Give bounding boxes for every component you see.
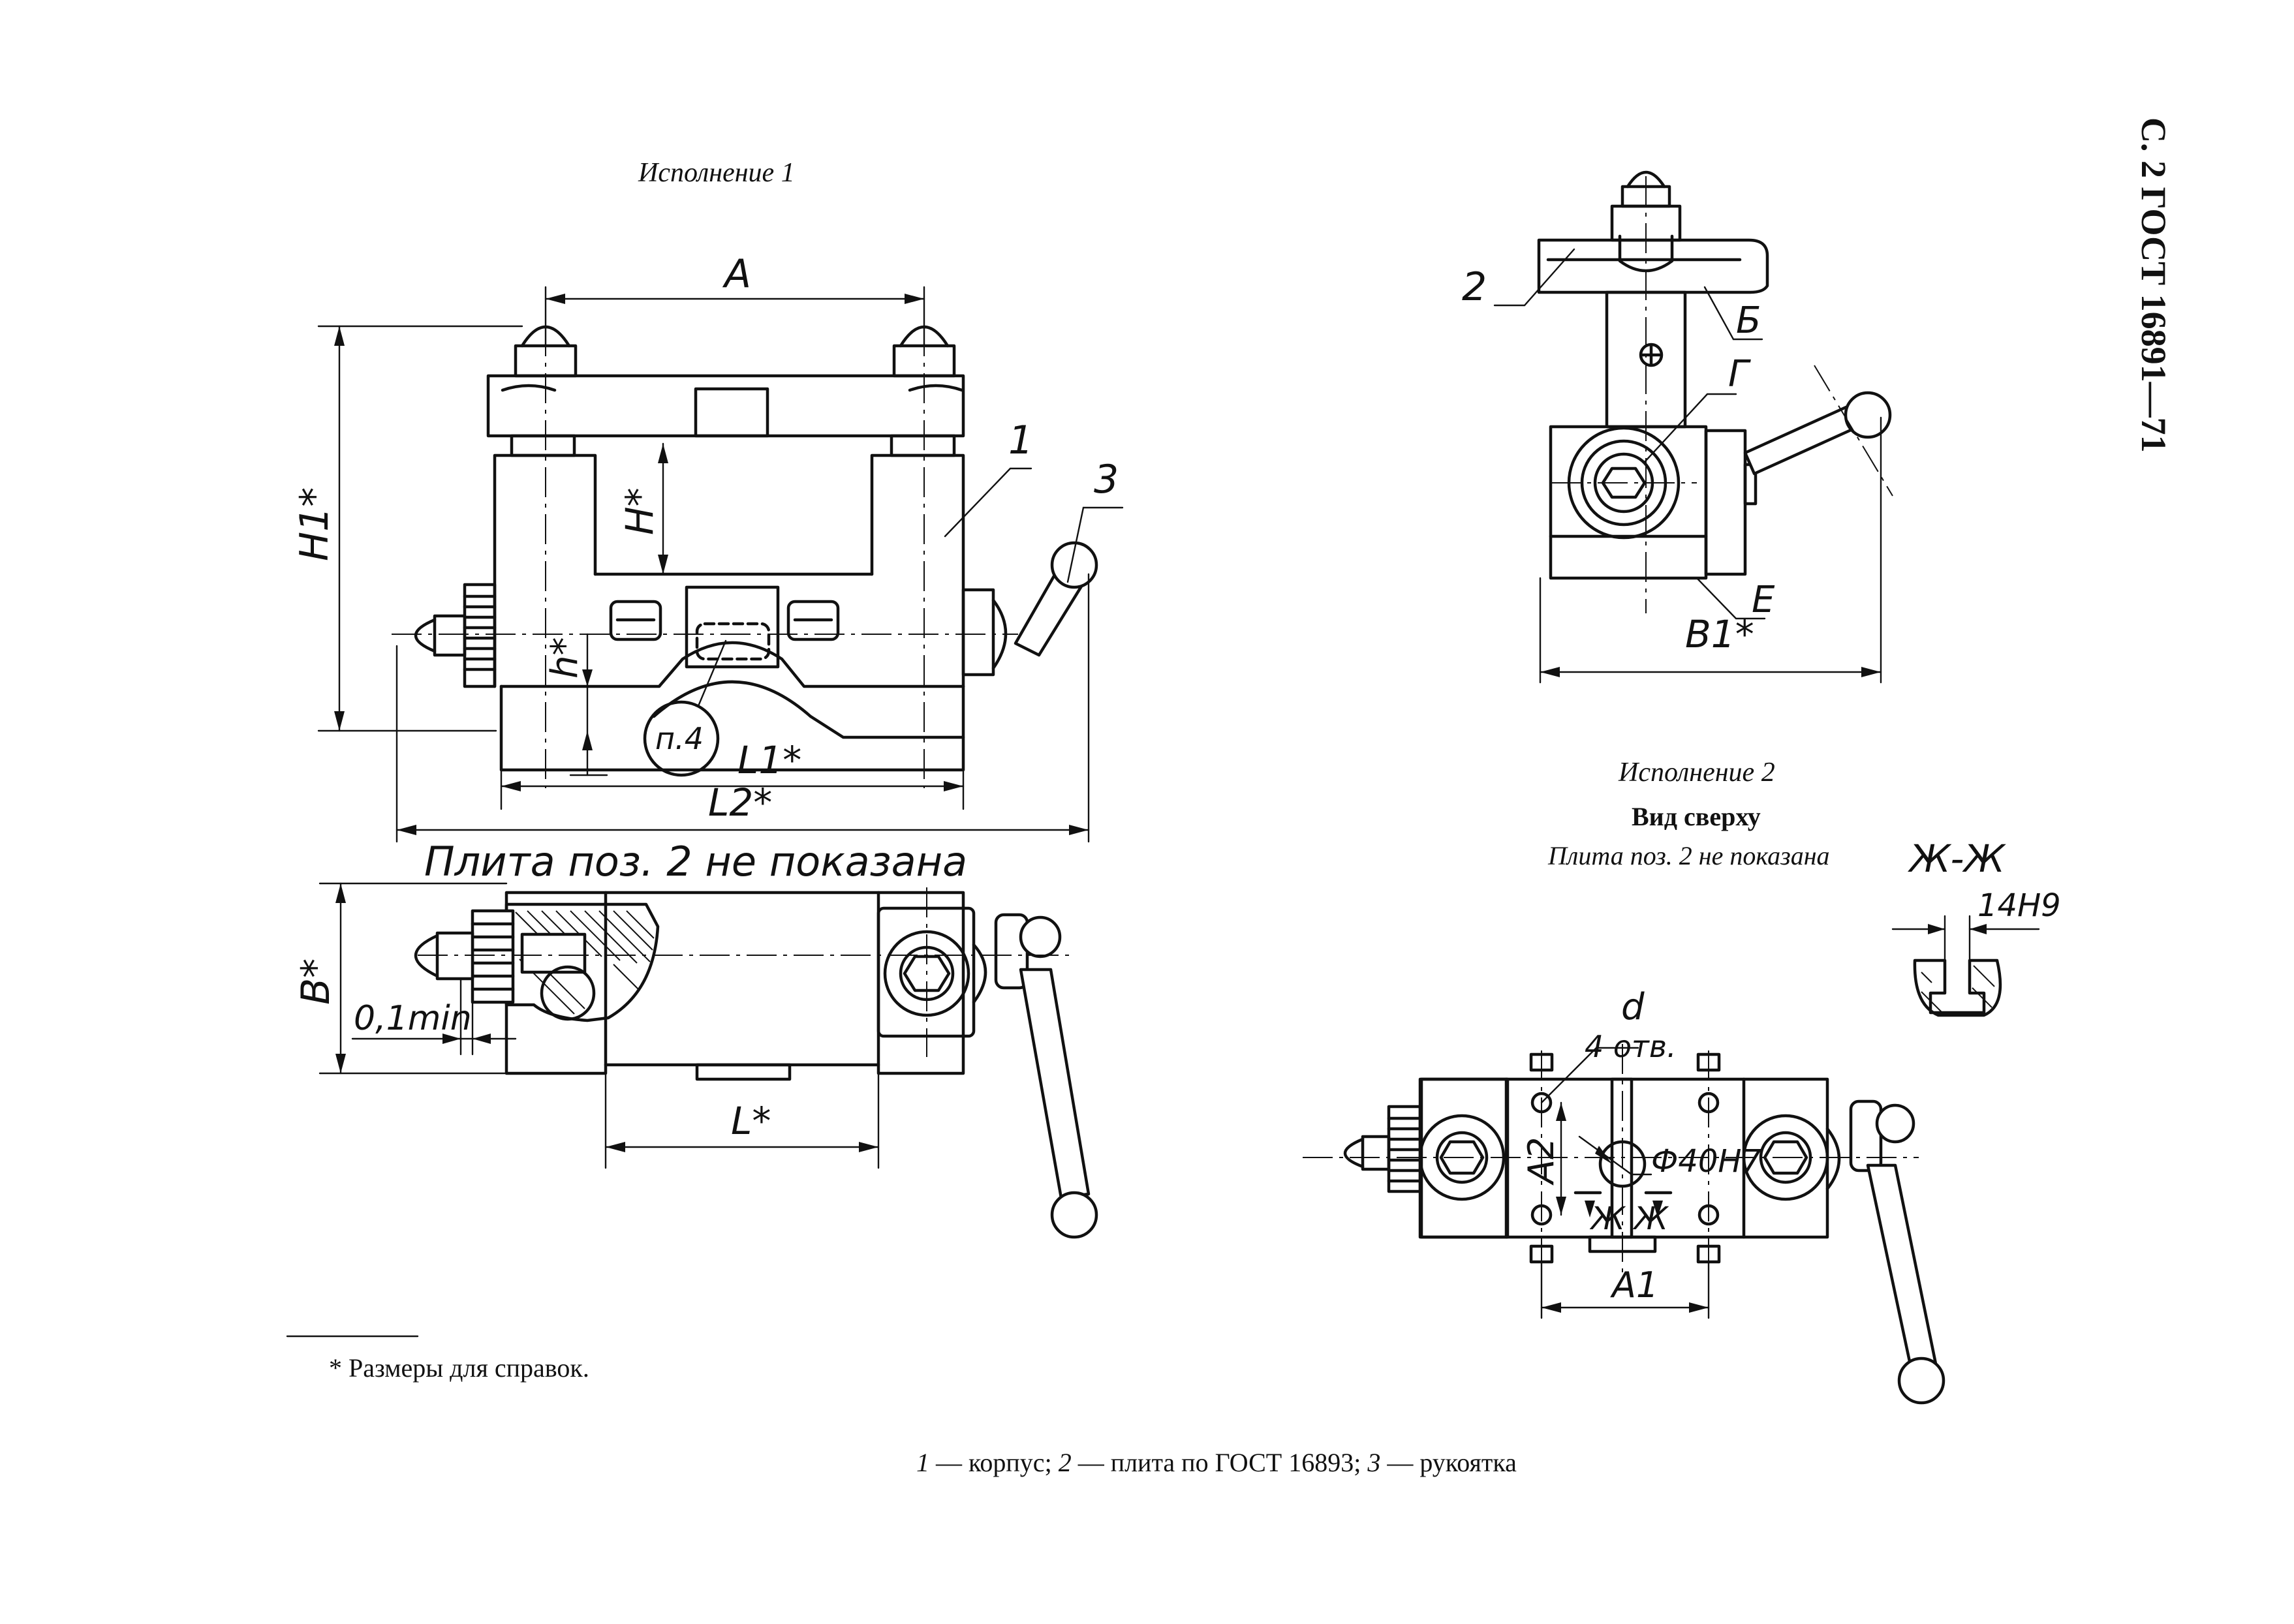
section-zh-zh: Ж-Ж 14Н9 <box>1891 836 2061 1017</box>
caption-execution-1: Исполнение 1 <box>638 158 795 188</box>
legend-num-2: 2 <box>1059 1448 1072 1477</box>
dim-L: L* <box>731 1099 771 1143</box>
section-mark-zh-left: Ж <box>1589 1201 1626 1237</box>
dim-h: h* <box>544 637 586 679</box>
side-view <box>1537 170 1893 613</box>
callout-1: 1 <box>1008 418 1033 463</box>
callout-3: 3 <box>1094 457 1119 502</box>
front-view-dimensions: A H1* H* h* L1* L2* п.4 1 3 <box>292 251 1124 843</box>
dim-bore: Ф40Н7 <box>1651 1143 1761 1180</box>
legend-num-1: 1 <box>916 1448 929 1477</box>
dim-d: d <box>1621 986 1645 1028</box>
callout-B: Б <box>1736 299 1761 342</box>
dim-L1: L1* <box>737 738 801 782</box>
top-view-execution-2: Ж Ж <box>1303 1044 1945 1405</box>
legend: 1 — корпус; 2 — плита по ГОСТ 16893; 3 —… <box>916 1448 1517 1477</box>
handwritten-plate-not-shown: Плита поз. 2 не показана <box>424 838 967 885</box>
dim-A1: A1 <box>1610 1264 1658 1306</box>
callout-G: Г <box>1728 353 1751 395</box>
note-ref-p4: п.4 <box>655 721 704 756</box>
legend-num-3: 3 <box>1367 1448 1380 1477</box>
dim-A: A <box>722 251 751 297</box>
callout-E: Е <box>1752 579 1775 621</box>
legend-text-1: — корпус; <box>929 1448 1059 1477</box>
legend-text-2: — плита по ГОСТ 16893; <box>1072 1448 1368 1477</box>
front-view <box>392 325 1098 788</box>
footnote: * Размеры для справок. <box>329 1353 589 1383</box>
section-mark-zh-right: Ж <box>1632 1201 1669 1237</box>
dim-B1: B1* <box>1685 612 1754 656</box>
caption-top-view: Вид сверху <box>1632 802 1761 831</box>
caption-plate-not-shown: Плита поз. 2 не показана <box>1547 841 1830 870</box>
plan-section-view <box>414 887 1098 1239</box>
dim-A2: A2 <box>1521 1137 1562 1186</box>
legend-text-3: — рукоятка <box>1380 1448 1517 1477</box>
dim-L2: L2* <box>708 780 772 825</box>
plan-view-dimensions: B* 0,1min L* <box>293 882 880 1169</box>
dim-holes: 4 отв. <box>1585 1029 1677 1064</box>
top-view-dimensions: A1 A2 d 4 отв. Ф40Н7 <box>1521 986 1761 1319</box>
dim-gap-min: 0,1min <box>354 999 472 1038</box>
dim-H1: H1* <box>292 487 337 561</box>
doc-reference: С. 2 ГОСТ 16891—71 <box>2134 117 2173 453</box>
side-view-dimensions: B1* 2 Б Г Е <box>1462 248 1882 684</box>
dim-B: B* <box>293 958 339 1005</box>
section-title: Ж-Ж <box>1908 836 2006 881</box>
dim-slot: 14Н9 <box>1977 887 2061 924</box>
dim-H: H* <box>617 487 662 535</box>
callout-2: 2 <box>1462 264 1487 310</box>
caption-execution-2: Исполнение 2 <box>1618 758 1775 788</box>
